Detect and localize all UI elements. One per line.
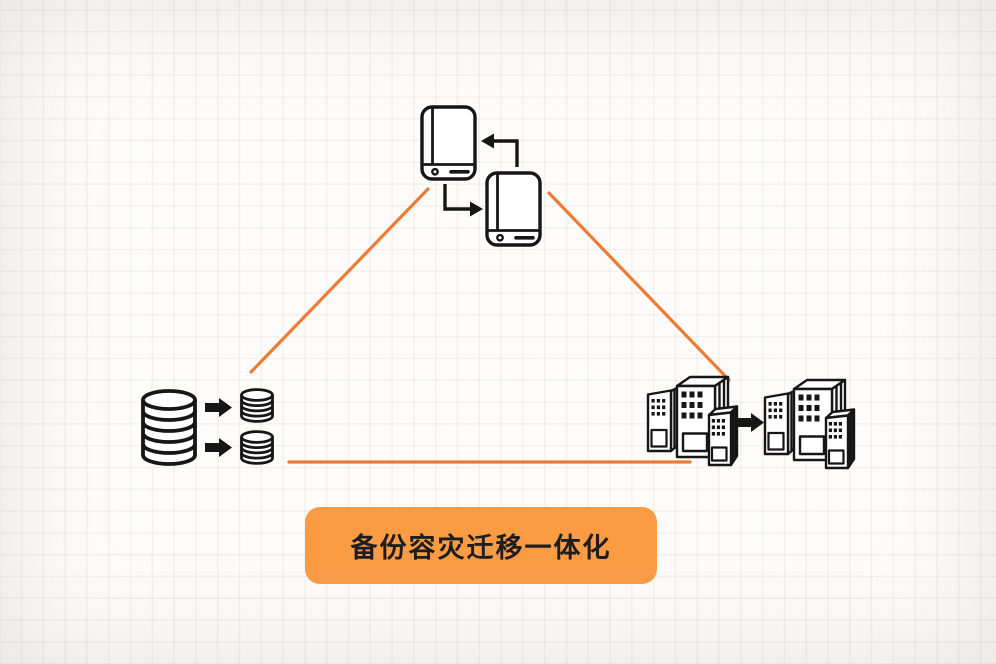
sync-arrows-icon <box>443 133 519 217</box>
replicate-arrow-top-icon <box>205 398 232 417</box>
replicate-arrow-bottom-icon <box>205 438 232 457</box>
title-banner: 备份容灾迁移一体化 <box>305 507 657 584</box>
migration-arrow-icon <box>737 413 764 432</box>
buildings-source-icon <box>646 375 739 467</box>
database-replication-node <box>141 388 274 466</box>
buildings-target-icon <box>763 378 856 470</box>
datacenter-migration-node <box>646 375 856 470</box>
database-large-icon <box>141 389 197 466</box>
device-right-icon <box>485 171 542 247</box>
device-sync-node <box>420 105 542 247</box>
database-small-top-icon <box>240 388 274 423</box>
device-left-icon <box>420 105 477 181</box>
connector-lines <box>249 187 731 464</box>
database-small-bottom-icon <box>240 430 274 465</box>
connector-devices-to-buildings <box>547 191 731 382</box>
title-banner-label: 备份容灾迁移一体化 <box>350 533 612 563</box>
connector-db-to-devices <box>249 187 430 374</box>
